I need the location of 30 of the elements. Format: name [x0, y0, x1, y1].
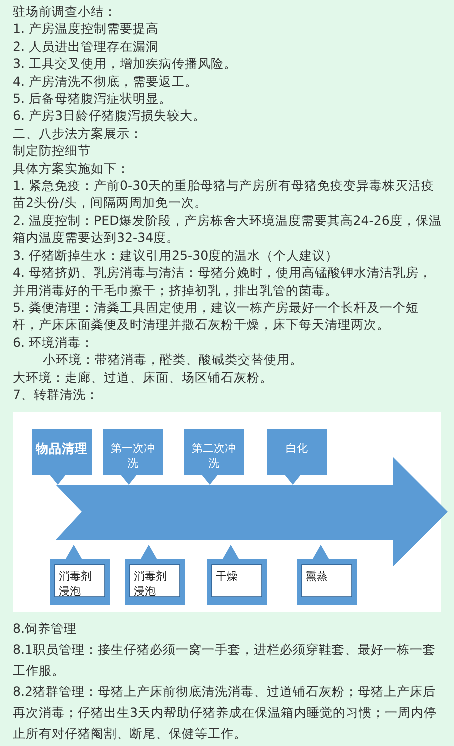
step-label: 白化 [285, 441, 309, 456]
section-heading: 7、转群清洗： [13, 386, 100, 404]
step-label: 干燥 [216, 569, 239, 584]
section-heading: 二、八步法方案展示： [13, 124, 144, 142]
section-heading: 8.饲养管理 [13, 620, 78, 638]
paragraph: 6. 环境消毒： [13, 334, 96, 352]
step-label: 消毒剂浸泡 [134, 569, 168, 599]
paragraph: 5. 后备母猪腹泻症状明显。 [13, 90, 174, 108]
paragraph: 2. 温度控制：PED爆发阶段，产房栋舍大环境温度需要其高24-26度，保温箱内温度需要达到32-34度。 [13, 212, 443, 247]
paragraph: 3. 工具交叉使用，增加疾病传播风险。 [13, 55, 238, 73]
paragraph: 8.2猪群管理：母猪上产床前彻底清洗消毒、过道铺石灰粉；母猪上产床后再次消毒；仔猪出生3天内帮助仔猪养成在保温箱内睡觉的习惯；一周内停止所有对仔猪阉割、断尾、保健等工作。 [13, 683, 438, 743]
section-heading: 具体方案实施如下： [13, 160, 131, 178]
step-label: 熏蒸 [306, 569, 329, 584]
step-label: 第一次冲洗 [110, 441, 156, 471]
paragraph: 4. 母猪挤奶、乳房消毒与清洁：母猪分娩时，使用高锰酸钾水清洁乳房，并用消毒好的干毛巾擦干；挤掉初乳，排出乳管的菌毒。 [13, 264, 434, 299]
step-label: 物品清理 [36, 441, 88, 456]
paragraph: 5. 粪便清理：清粪工具固定使用，建议一栋产房最好一个长杆及一个短杆，产床床面粪便及时清理并撒石灰粉干燥，床下每天清理两次。 [13, 298, 420, 334]
paragraph: 1. 紧急免疫：产前0-30天的重胎母猪与产房所有母猪免疫变异毒株灭活疫苗2头份/头，间隔两周加免一次。 [13, 177, 436, 212]
paragraph: 1. 产房温度控制需要提高 [13, 20, 160, 38]
paragraph: 8.1职员管理：接生仔猪必须一窝一手套，进栏必须穿鞋套、最好一栋一套工作服。 [13, 641, 438, 680]
paragraph: 2. 人员进出管理存在漏洞 [13, 38, 160, 56]
section-heading: 驻场前调查小结： [13, 3, 118, 20]
paragraph: 小环境：带猪消毒，醛类、酸碱类交替使用。 [42, 351, 304, 369]
paragraph: 3. 仔猪断掉生水：建议引用25-30度的温水（个人建议） [13, 246, 340, 264]
paragraph: 6. 产房3日龄仔猪腹泻损失较大。 [13, 107, 208, 125]
paragraph: 4. 产房清洗不彻底，需要返工。 [13, 72, 200, 90]
paragraph: 制定防控细节 [13, 142, 92, 160]
paragraph: 大环境：走廊、过道、床面、场区铺石灰粉。 [13, 368, 274, 386]
step-label: 消毒剂浸泡 [59, 569, 93, 599]
step-label: 第二次冲洗 [191, 441, 237, 471]
